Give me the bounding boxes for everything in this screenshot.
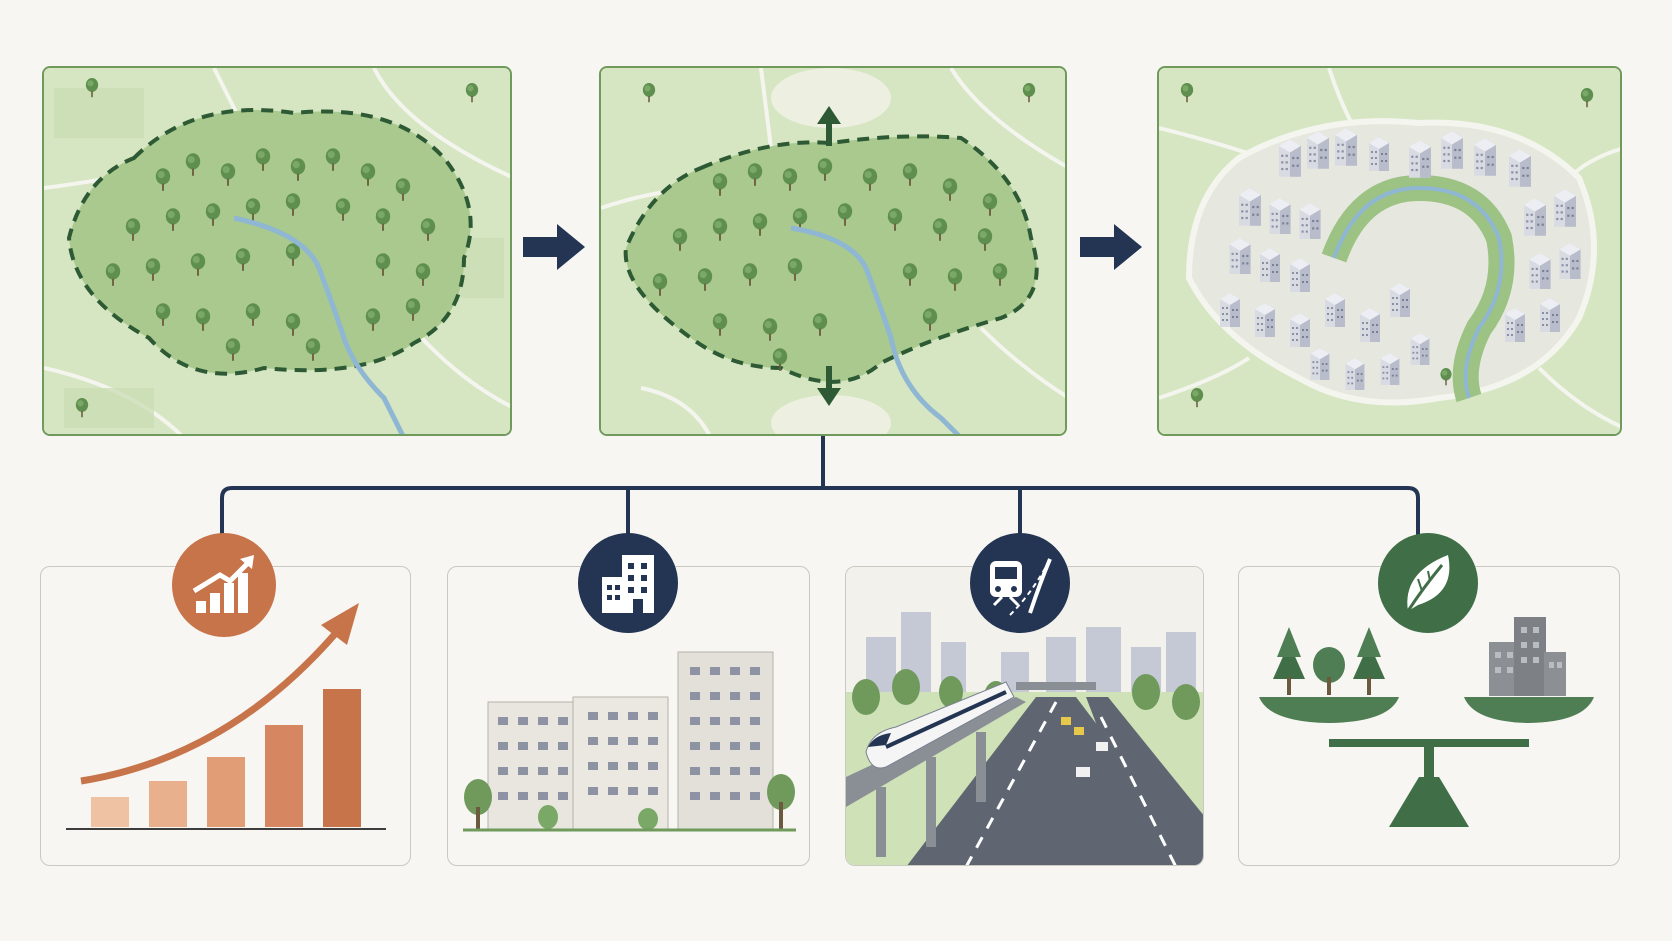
expand-down-arrow-icon — [817, 366, 841, 406]
train — [865, 681, 1015, 769]
stage-forest-expansion-map — [599, 66, 1067, 436]
apartment-building-icon — [578, 533, 678, 633]
stage-forest-map — [42, 66, 512, 436]
apartment-blocks-illustration — [463, 651, 796, 832]
train-road-icon — [970, 533, 1070, 633]
balance-scale-illustration — [1259, 617, 1594, 827]
flow-arrow-icon — [1078, 222, 1144, 272]
stage-urbanized-map — [1157, 66, 1622, 436]
impact-card-environment-balance — [1238, 566, 1620, 866]
growth-bar-chart-illustration — [66, 603, 386, 830]
rising-bar-chart-icon — [172, 533, 276, 637]
flow-arrow-icon — [521, 222, 587, 272]
transport-illustration — [846, 567, 1203, 865]
expand-up-arrow-icon — [817, 106, 841, 146]
river — [790, 225, 961, 434]
river — [233, 215, 405, 434]
impact-card-transport — [845, 566, 1204, 866]
leaf-icon — [1378, 533, 1478, 633]
